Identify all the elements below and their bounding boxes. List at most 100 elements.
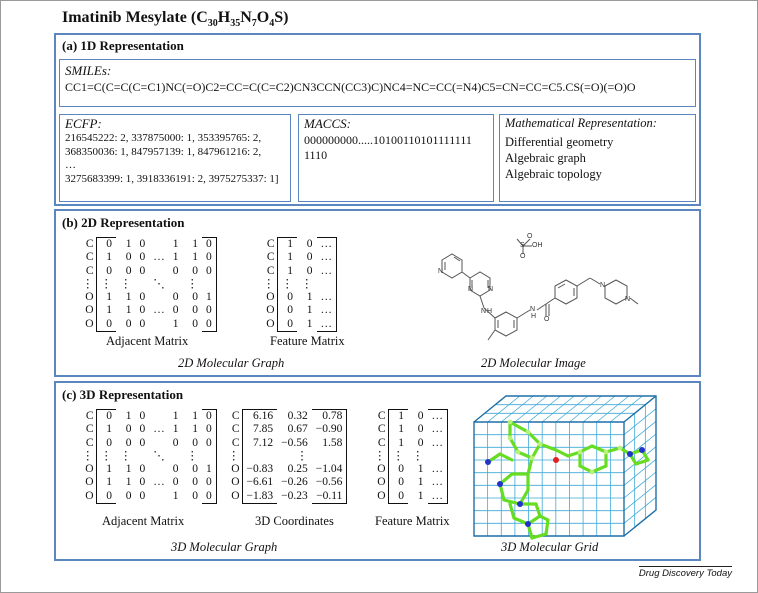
panel-1d-title: (a) 1D Representation [62, 38, 184, 53]
coordinate-cell [241, 449, 278, 464]
atom-oh: OH [532, 242, 543, 249]
formula-o: O [256, 9, 270, 26]
feature-cell: 1 [387, 423, 408, 437]
maccs-box [298, 114, 494, 202]
molecule-bond [538, 442, 558, 452]
atom-n: N [625, 296, 631, 303]
adjacency-cell: ⋮ [95, 449, 116, 464]
adjacency-cell: 1 [192, 409, 198, 422]
adjacent-matrix-caption-3d: Adjacent Matrix [102, 514, 185, 528]
molecular-grid-3d [473, 395, 657, 540]
adjacency-cell: 0 [125, 264, 132, 277]
feature-cell: 0 [306, 264, 313, 277]
adjacency-cell [202, 449, 217, 464]
adjacent-matrix-caption-2d: Adjacent Matrix [106, 334, 189, 348]
feature-cell: 1 [417, 463, 424, 476]
panel-3d [54, 381, 701, 561]
matrix-row-label: ⋮ [82, 277, 94, 290]
molecular-graph-caption-3d: 3D Molecular Graph [171, 540, 278, 554]
adjacency-cell: 1 [125, 463, 132, 476]
formula-h: H [217, 9, 231, 26]
adjacency-cell: 0 [95, 409, 116, 424]
nitrogen-atom [525, 521, 531, 527]
coordinate-cell [311, 449, 348, 464]
matrix-row-label: O [377, 463, 386, 476]
adjacency-cell: 0 [192, 264, 198, 277]
ecfp-label: ECFP: [65, 116, 102, 131]
feature-cell: 0 [276, 304, 297, 318]
ecfp-line: 216545222: 2, 337875000: 1, 353395765: 2… [65, 132, 262, 144]
adjacency-cell: 0 [192, 476, 198, 489]
feature-cell: … [427, 476, 448, 490]
adjacency-cell: … [153, 423, 165, 436]
adjacency-cell: 0 [139, 251, 146, 264]
adjacency-cell: 1 [172, 409, 179, 422]
feature-cell: … [316, 317, 337, 333]
matrix-row-label: C [85, 409, 94, 422]
grid-line [623, 408, 657, 435]
coordinate-cell: −0.83 [241, 463, 278, 477]
grid-line [623, 459, 657, 486]
molecule-bond [508, 436, 520, 454]
math-item: Algebraic topology [505, 167, 602, 181]
grid-line [623, 421, 657, 448]
feature-cell: 1 [417, 490, 424, 503]
adjacency-cell: 0 [172, 304, 179, 317]
adjacency-cell: 1 [95, 251, 116, 265]
matrix-row-label: C [266, 251, 275, 264]
adjacency-cell: … [153, 251, 165, 264]
adjacency-cell [149, 238, 169, 252]
adjacency-cell [136, 450, 150, 463]
footer-journal: Drug Discovery Today [638, 566, 732, 579]
figure-title: Imatinib Mesylate (C30H35N7O4S) [62, 9, 289, 30]
grid-line [514, 395, 548, 423]
adjacency-cell: 1 [202, 291, 217, 305]
math-item: Differential geometry [505, 135, 614, 149]
matrix-row-label: O [266, 318, 275, 331]
molecule-bond [526, 456, 534, 476]
adjacency-cell: 0 [202, 251, 217, 265]
adjacency-cell [149, 291, 169, 304]
adjacency-cell: 1 [172, 318, 179, 331]
coordinate-cell: −1.83 [241, 489, 278, 505]
adjacency-cell [149, 410, 169, 424]
panel-3d-title: (c) 3D Representation [62, 387, 184, 402]
coordinate-cell: −6.61 [241, 476, 278, 490]
adjacency-cell [149, 318, 169, 332]
adjacency-cell [149, 265, 169, 278]
feature-cell: 1 [276, 237, 297, 252]
molecular-graph-caption-2d: 2D Molecular Graph [178, 356, 285, 370]
atom-n: N [438, 268, 444, 275]
adjacency-cell: 1 [192, 423, 198, 436]
panel-2d [54, 209, 701, 377]
adjacency-cell [169, 278, 183, 291]
adjacency-cell: 0 [139, 237, 146, 250]
maccs-line: 1110 [304, 148, 328, 162]
atom-h: H [531, 313, 537, 320]
grid-line [569, 395, 602, 423]
adjacency-cell: 0 [202, 436, 217, 450]
matrix-row-label: C [231, 423, 240, 436]
grid-line [555, 395, 589, 423]
adjacency-cell: ⋮ [95, 277, 116, 292]
molecular-image-caption-2d: 2D Molecular Image [481, 356, 586, 370]
adjacency-cell: 0 [125, 490, 132, 503]
nitrogen-atom [497, 481, 503, 487]
adjacency-cell [149, 463, 169, 476]
grid-line [623, 446, 657, 473]
matrix-row-label: C [377, 436, 386, 449]
grid-line [623, 471, 657, 499]
matrix-row-label: O [266, 291, 275, 304]
molecule-bond [634, 458, 650, 466]
matrix-row-label: O [266, 304, 275, 317]
coordinate-cell: 7.85 [241, 423, 278, 437]
feature-cell: 0 [387, 489, 408, 505]
adjacency-cell: … [153, 304, 165, 317]
molecule-atom [529, 455, 535, 461]
adjacency-cell: 0 [202, 476, 217, 490]
coordinates-caption-3d: 3D Coordinates [255, 514, 334, 528]
molecule-atom [537, 441, 543, 447]
